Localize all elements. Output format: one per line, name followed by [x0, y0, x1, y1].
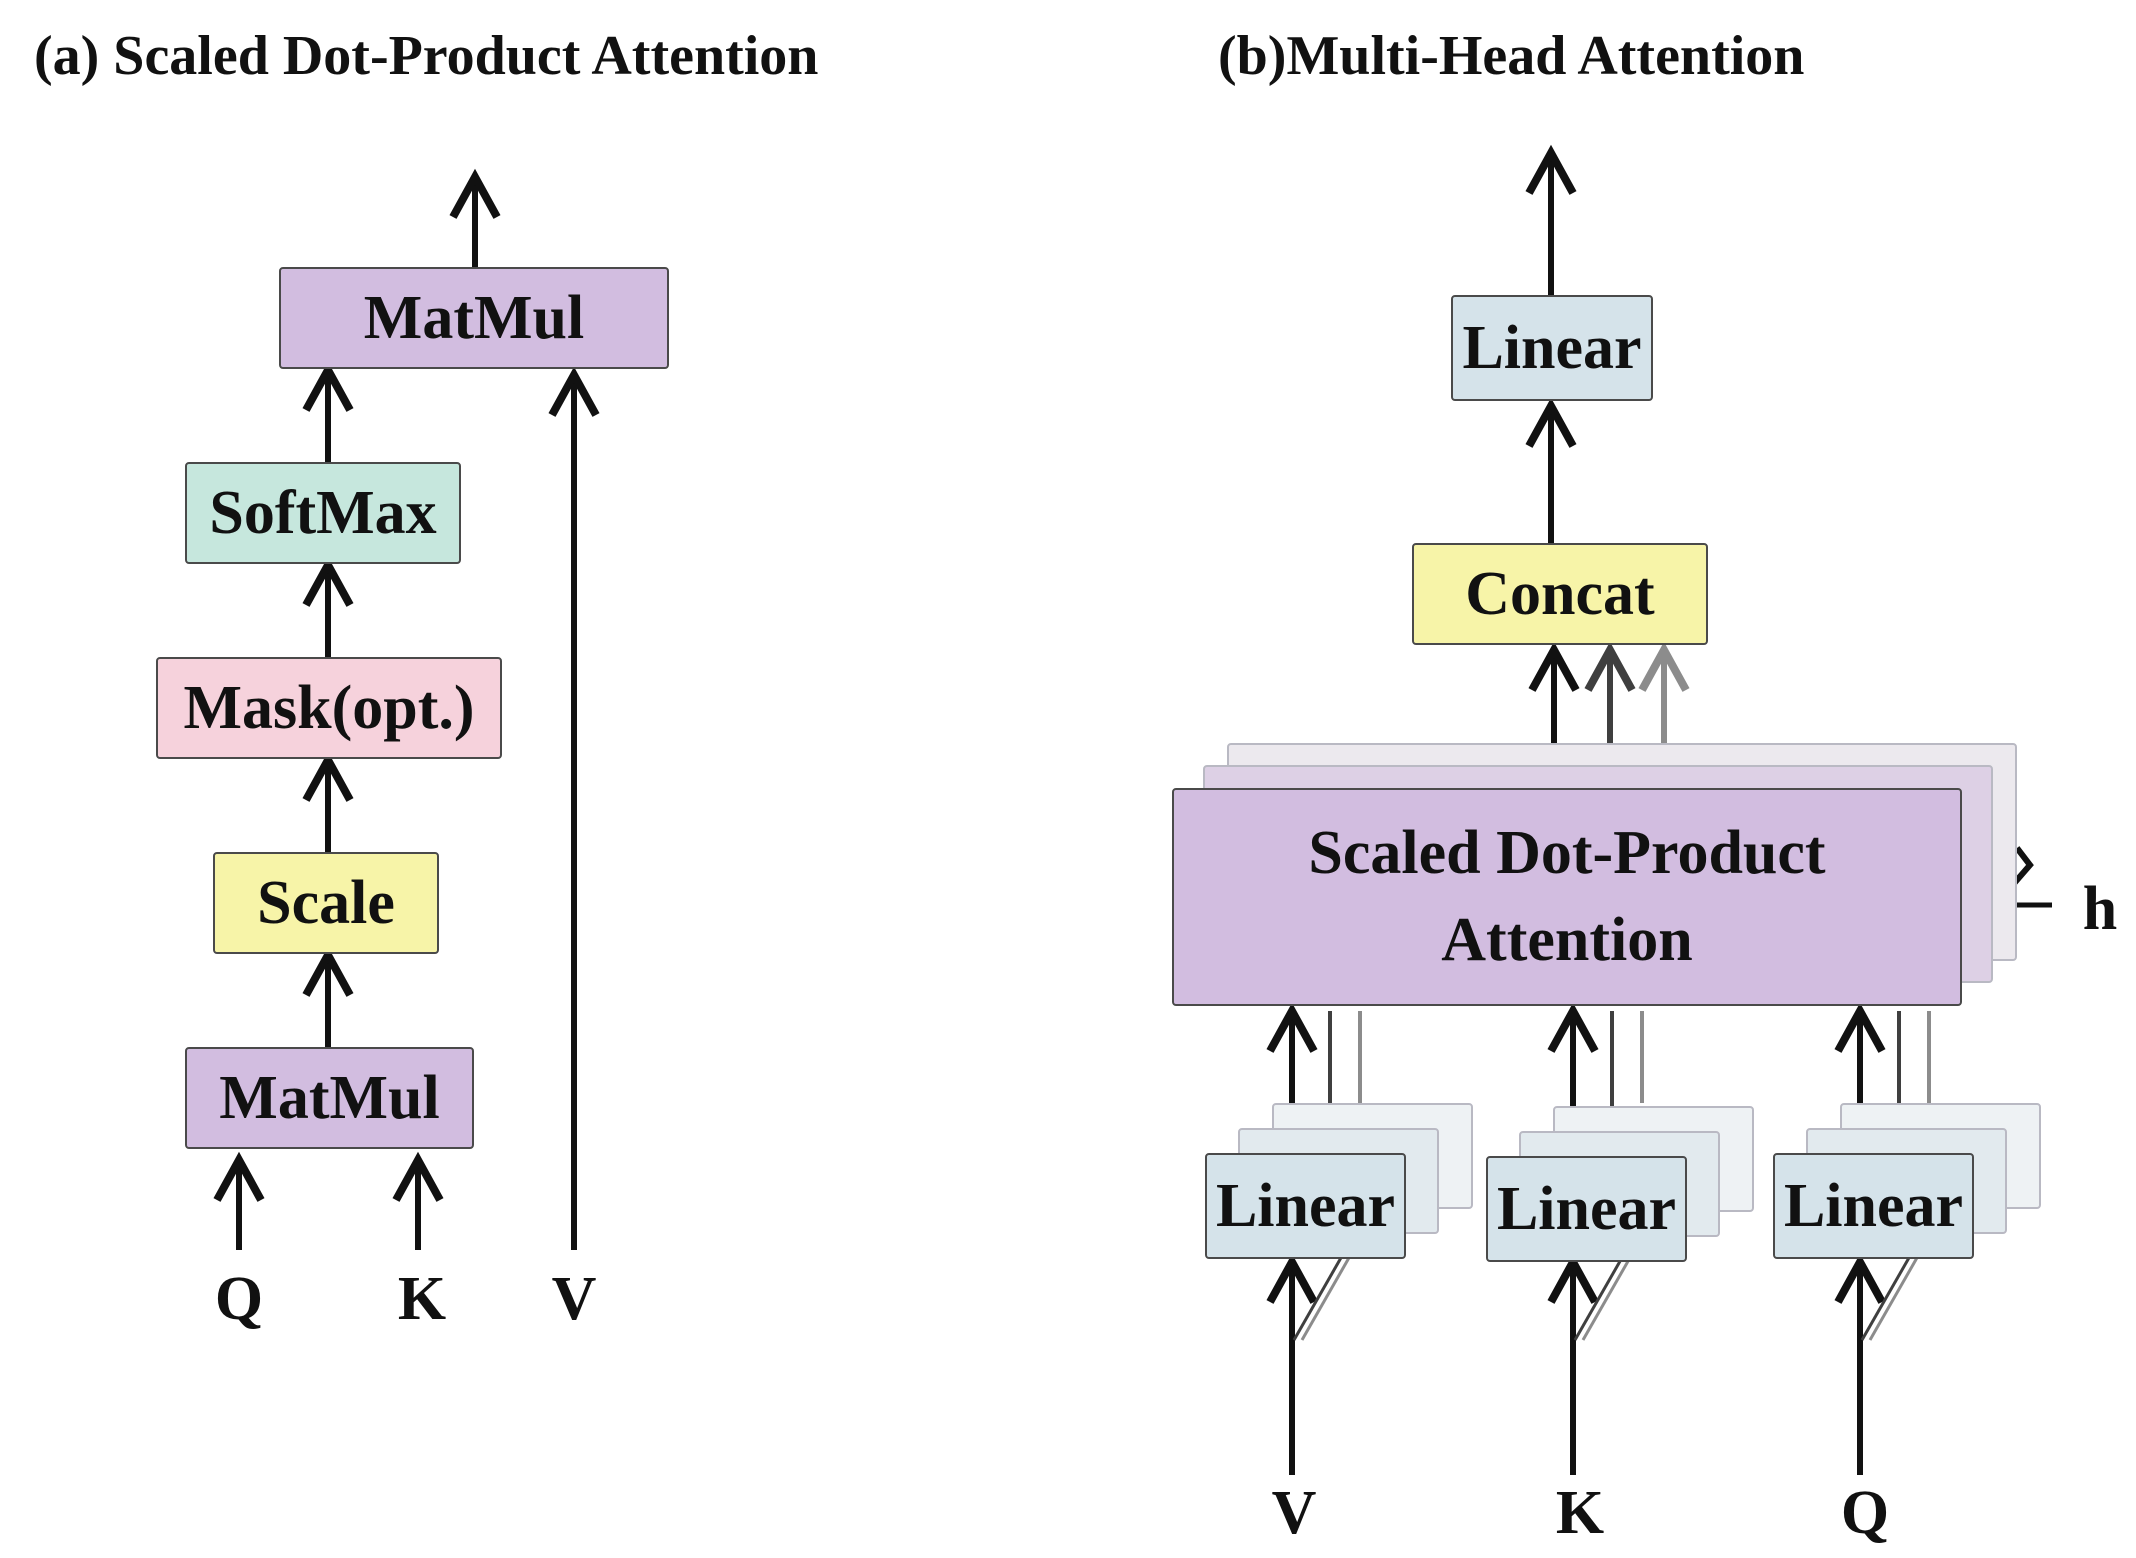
sdpa-label-line2: Attention — [1441, 906, 1693, 974]
arrow-linear-k-to-attention-head — [1547, 1002, 1599, 1053]
arrow-concat-to-linear-head — [1525, 397, 1577, 448]
linear-q-box: Linear — [1773, 1153, 1974, 1259]
split-tick-v-1 — [1292, 1255, 1344, 1341]
arrow-input-q-to-linear-head — [1834, 1253, 1886, 1304]
arrow-scale-to-mask-head — [302, 751, 354, 802]
linear-k-box: Linear — [1486, 1156, 1687, 1262]
split-tick-k-1 — [1573, 1255, 1625, 1341]
matmul-top-box: MatMul — [279, 267, 669, 369]
input-k-label-b: K — [1555, 1479, 1605, 1547]
scaled-dot-product-attention-box: Scaled Dot-Product Attention — [1172, 788, 1962, 1006]
heads-count-label: h — [2082, 875, 2118, 943]
split-tick-k-2 — [1581, 1255, 1633, 1341]
mask-box: Mask(opt.) — [156, 657, 502, 759]
arrow-linear-v-to-attention-head — [1266, 1002, 1318, 1053]
arrow-v-input-head — [548, 366, 600, 417]
panel-b-title: (b)Multi-Head Attention — [1218, 25, 1805, 87]
linear-v-box: Linear — [1205, 1153, 1406, 1259]
arrow-matmul-to-scale-head — [302, 946, 354, 997]
arrow-linear-q-to-attention-head — [1834, 1002, 1886, 1053]
arrow-output-a-head — [449, 168, 501, 219]
linear-output-box: Linear — [1451, 295, 1653, 401]
concat-box: Concat — [1412, 543, 1708, 645]
arrow-input-k-to-linear-head — [1547, 1253, 1599, 1304]
split-tick-v-2 — [1300, 1255, 1352, 1341]
arrow-head3-to-concat-head — [1638, 641, 1690, 692]
input-k-label: K — [397, 1265, 447, 1333]
scale-box: Scale — [213, 852, 439, 954]
input-q-label-b: Q — [1840, 1479, 1890, 1547]
arrow-k-input-head — [392, 1151, 444, 1202]
matmul-bottom-box: MatMul — [185, 1047, 474, 1149]
split-tick-q-1 — [1860, 1255, 1912, 1341]
arrow-input-v-to-linear-head — [1266, 1253, 1318, 1304]
softmax-box: SoftMax — [185, 462, 461, 564]
arrow-mask-to-softmax-head — [302, 556, 354, 607]
input-v-label-b: V — [1271, 1479, 1317, 1547]
arrow-softmax-to-matmul-head — [302, 361, 354, 412]
input-q-label: Q — [214, 1265, 264, 1333]
panel-a-title: (a) Scaled Dot-Product Attention — [34, 25, 819, 87]
arrow-q-input-head — [213, 1151, 265, 1202]
split-tick-q-2 — [1868, 1255, 1920, 1341]
input-v-label: V — [551, 1265, 597, 1333]
arrow-head1-to-concat-head — [1528, 641, 1580, 692]
arrow-head2-to-concat-head — [1584, 641, 1636, 692]
sdpa-label-line1: Scaled Dot-Product — [1308, 819, 1826, 888]
arrow-output-b-head — [1525, 144, 1577, 195]
